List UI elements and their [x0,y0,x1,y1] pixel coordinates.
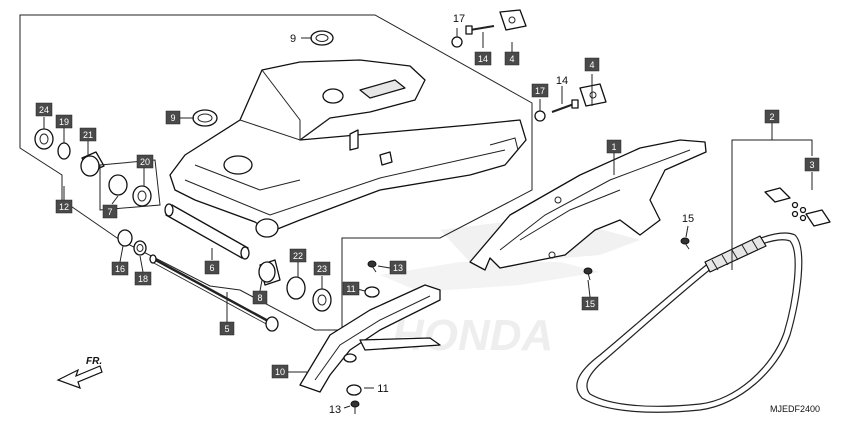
adjuster-nut-upper [451,36,463,48]
right-bearing-stack [258,259,332,312]
adjuster-nut-lower [534,110,546,122]
callout-22: 22 [289,248,307,263]
callout-14-upper: 14 [474,51,492,66]
svg-text:4: 4 [589,60,594,70]
svg-text:8: 8 [257,293,262,303]
svg-text:10: 10 [275,367,285,377]
leader-lines [43,28,813,409]
callout-18: 18 [134,271,152,286]
svg-text:1: 1 [611,142,616,152]
callout-1: 1 [606,139,622,154]
callout-16: 16 [111,261,129,276]
callout-15-lower: 15 [581,296,599,311]
slider-collar-lower [346,384,362,396]
adjuster-plate-lower [579,83,607,107]
watermark-text: HONDA [392,311,553,360]
svg-text:7: 7 [107,207,112,217]
callout-21: 21 [79,127,97,142]
callout-14-lower: 14 [556,75,568,87]
svg-text:6: 6 [209,263,214,273]
dust-seal-upper [310,30,334,46]
callout-4-upper: 4 [504,51,520,66]
callout-9-lower: 9 [165,110,181,125]
chain-case [469,139,707,271]
slider-collar-upper [364,286,380,298]
adjuster-plate-upper [499,9,527,31]
callout-13-upper: 13 [389,260,407,275]
chain-group-bracket [731,123,813,270]
callout-2: 2 [764,109,780,124]
callout-10: 10 [271,364,289,379]
chain-slider [299,284,441,393]
pivot-nut [117,229,133,247]
case-bolt-upper [680,237,690,250]
svg-text:24: 24 [39,105,49,115]
svg-text:5: 5 [224,324,229,334]
left-bearing-stack [34,128,161,211]
svg-text:12: 12 [59,202,69,212]
front-label: FR. [86,356,102,367]
callout-24: 24 [35,102,53,117]
callout-13-lower: 13 [329,404,341,416]
diagram-code: MJEDF2400 [770,404,820,414]
svg-text:17: 17 [535,86,545,96]
svg-text:19: 19 [59,117,69,127]
callout-19: 19 [55,114,73,129]
callout-9-upper: 9 [290,33,296,45]
callout-11-upper: 11 [342,281,360,296]
callout-3: 3 [804,157,820,172]
adjuster-bolt-lower [551,99,579,113]
callout-23: 23 [313,261,331,276]
callout-5: 5 [219,321,235,336]
callout-11-lower: 11 [377,383,388,395]
callout-7: 7 [102,204,118,219]
svg-text:3: 3 [809,160,814,170]
svg-text:9: 9 [170,113,175,123]
adjuster-bolt-upper [465,25,495,35]
svg-text:21: 21 [83,130,93,140]
svg-text:22: 22 [293,251,303,261]
svg-text:16: 16 [115,264,125,274]
svg-text:13: 13 [393,263,403,273]
pivot-washer [133,240,147,256]
callout-6: 6 [204,260,220,275]
case-bolt-lower [583,267,593,281]
callout-8: 8 [252,290,268,305]
callout-12: 12 [55,199,73,214]
callout-15-upper: 15 [682,213,694,225]
callout-17-upper: 17 [453,13,465,25]
svg-text:2: 2 [769,112,774,122]
svg-text:4: 4 [509,54,514,64]
front-direction-arrow: FR. [56,356,103,389]
slider-screw-lower [350,400,360,414]
swingarm [169,59,527,238]
callout-17-lower: 17 [531,83,549,98]
svg-text:23: 23 [317,264,327,274]
callout-4-lower: 4 [584,57,600,72]
svg-text:11: 11 [346,284,355,294]
callout-20: 20 [136,154,154,169]
svg-text:18: 18 [138,274,148,284]
pivot-bolt [149,254,279,332]
svg-text:15: 15 [585,299,595,309]
svg-text:14: 14 [478,54,488,64]
chain-joint [764,187,831,227]
dust-seal-left [192,109,218,127]
svg-text:20: 20 [140,157,150,167]
swingarm-group-outline [19,14,533,331]
slider-screw-upper [367,260,377,273]
drive-chain [576,232,803,413]
